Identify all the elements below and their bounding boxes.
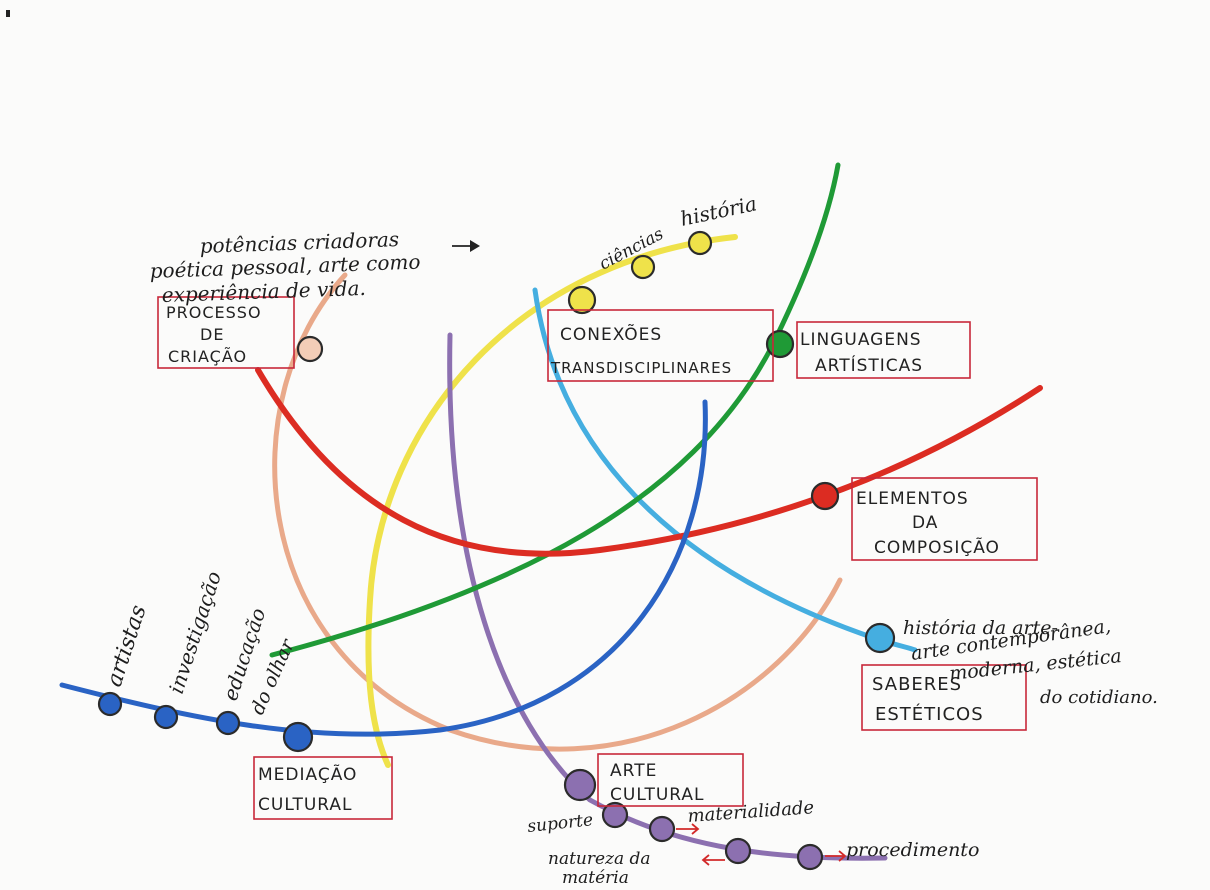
potencias-arrowhead: [470, 240, 480, 252]
blue-dot-artistas: [97, 691, 123, 717]
elementos-line1: ELEMENTOS: [856, 489, 969, 509]
note-suporte: suporte: [526, 810, 594, 837]
processo-dot: [296, 335, 324, 363]
processo-line3: CRIAÇÃO: [168, 347, 247, 366]
processo-line1: PROCESSO: [166, 303, 262, 322]
light-blue-dot: [864, 622, 896, 654]
red-dot: [810, 481, 840, 511]
yellow-curve: [365, 234, 738, 768]
purple-dot-natureza: [724, 837, 752, 865]
light-blue-curve: [532, 287, 918, 653]
note-natureza-1: natureza da: [548, 849, 651, 869]
procedimento-arrow: [825, 850, 847, 862]
blue-curve: [59, 399, 708, 737]
yellow-dot-1: [567, 285, 597, 315]
saberes-line1: SABERES: [872, 674, 962, 695]
arte-line1: ARTE: [610, 761, 657, 781]
arte-box: [597, 753, 744, 807]
processo-line2: DE: [200, 325, 224, 344]
saberes-box: [861, 664, 1027, 731]
peach-curve: [272, 272, 843, 752]
materialidade-arrow: [676, 823, 700, 835]
linguagens-line2: ARTÍSTICAS: [815, 354, 923, 376]
processo-box: [157, 296, 295, 369]
mediacao-line2: CULTURAL: [258, 795, 353, 815]
note-artistas: artistas: [102, 602, 152, 690]
linguagens-box: [796, 321, 971, 379]
conexoes-box: [547, 309, 774, 382]
mediacao-box: [253, 756, 393, 820]
conexoes-line1: CONEXÕES: [560, 323, 662, 345]
blue-dot-investigacao: [153, 704, 179, 730]
mediacao-line1: MEDIAÇÃO: [258, 763, 357, 785]
note-investigacao: investigação: [164, 568, 226, 696]
elementos-line3: COMPOSIÇÃO: [874, 536, 1000, 558]
red-curve: [255, 367, 1043, 557]
purple-dot-materialidade: [648, 815, 676, 843]
linguagens-line1: LINGUAGENS: [800, 330, 922, 350]
note-procedimento: procedimento: [846, 839, 979, 861]
note-historia: história: [678, 191, 759, 231]
purple-curve: [447, 332, 888, 861]
elementos-box: [851, 477, 1038, 561]
green-curve: [269, 162, 841, 658]
note-saberes-4: do cotidiano.: [1040, 687, 1158, 708]
purple-dot-arte: [563, 768, 597, 802]
blue-dot-mediacao: [282, 721, 314, 753]
corner-mark: [6, 10, 10, 17]
green-dot: [765, 329, 795, 359]
note-saberes-1: história da arte-: [903, 617, 1058, 639]
arte-line2: CULTURAL: [610, 785, 705, 805]
saberes-line2: ESTÉTICOS: [875, 703, 984, 725]
yellow-dot-2: [630, 254, 656, 280]
natureza-arrow: [701, 854, 725, 866]
conexoes-line2: TRANSDISCIPLINARES: [550, 359, 732, 377]
purple-dot-procedimento: [796, 843, 824, 871]
purple-dot-suporte: [601, 801, 629, 829]
note-materialidade: materialidade: [687, 797, 815, 827]
elementos-line2: DA: [912, 513, 938, 533]
note-natureza-2: matéria: [562, 868, 629, 888]
blue-dot-educacao: [215, 710, 241, 736]
yellow-dot-3: [687, 230, 713, 256]
